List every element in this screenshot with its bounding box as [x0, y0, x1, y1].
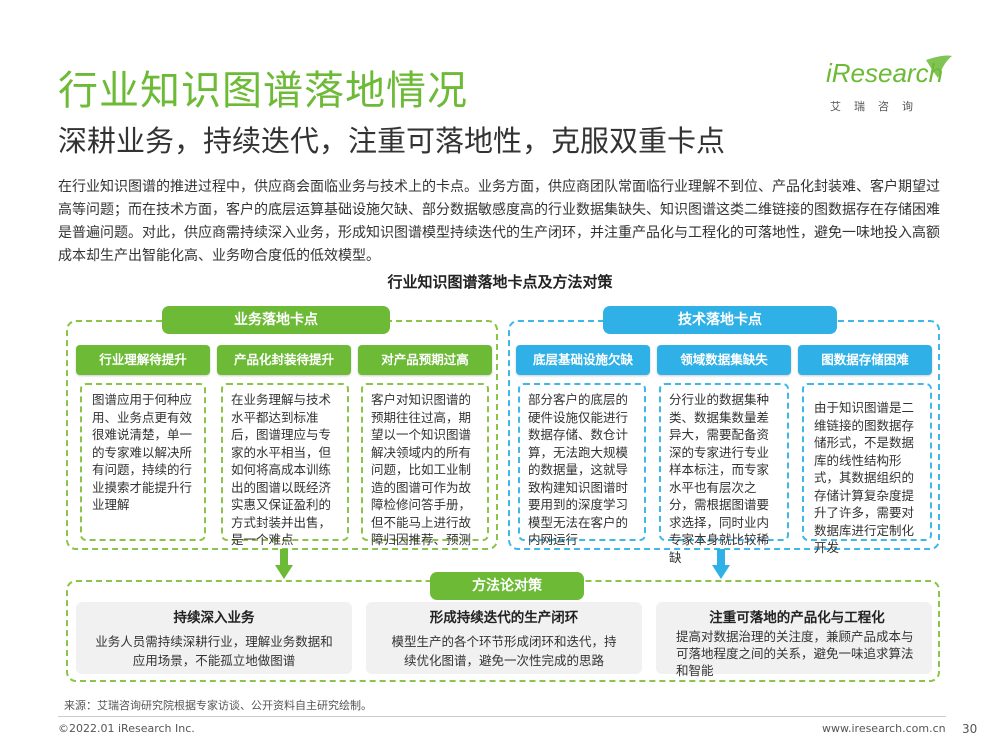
footer-divider — [58, 716, 946, 717]
business-group-label: 业务落地卡点 — [162, 306, 390, 334]
method-head-3: 注重可落地的产品化与工程化 — [709, 610, 885, 626]
down-arrow-green-icon — [275, 549, 293, 579]
website-link[interactable]: www.iresearch.com.cn — [822, 722, 946, 735]
tech-head-3: 图数据存储困难 — [798, 345, 932, 375]
logo-wordmark: iResearch — [826, 58, 944, 88]
business-head-3: 对产品预期过高 — [358, 345, 492, 375]
method-box-1: 持续深入业务 业务人员需持续深耕行业，理解业务数据和应用场景，不能孤立地做图谱 — [76, 602, 352, 674]
tech-head-2: 领域数据集缺失 — [657, 345, 791, 375]
business-card-1: 图谱应用于何种应用、业务点更有效很难说清楚，单一的专家难以解决所有问题，持续的行… — [80, 383, 206, 541]
tech-group-label: 技术落地卡点 — [603, 306, 837, 334]
logo-cn-text: 艾瑞咨询 — [830, 100, 926, 113]
method-head-1: 持续深入业务 — [173, 610, 255, 626]
copyright-text: ©2022.01 iResearch Inc. — [58, 722, 195, 735]
intro-paragraph: 在行业知识图谱的推进过程中，供应商会面临业务与技术上的卡点。业务方面，供应商团队… — [58, 179, 940, 264]
tech-card-3: 由于知识图谱是二维链接的图数据存储形式，不是数据库的线性结构形式，其数据组织的存… — [802, 383, 932, 555]
method-text-3: 提高对数据治理的关注度，兼顾产品成本与可落地程度之间的关系，避免一味追求算法和智… — [676, 629, 914, 678]
page-subtitle: 深耕业务，持续迭代，注重可落地性，克服双重卡点 — [58, 124, 726, 158]
method-head-2: 形成持续迭代的生产闭环 — [429, 610, 579, 626]
method-text-2: 模型生产的各个环节形成闭环和迭代，持续优化图谱，避免一次性完成的思路 — [391, 634, 617, 668]
business-head-1: 行业理解待提升 — [76, 345, 210, 375]
tech-card-2: 分行业的数据集种类、数据集数量差异大，需要配备资深的专家进行专业样本标注，而专家… — [659, 383, 789, 565]
down-arrow-blue-icon — [712, 549, 730, 579]
page-number: 30 — [962, 722, 978, 736]
figure-title: 行业知识图谱落地卡点及方法对策 — [387, 273, 613, 291]
business-head-2: 产品化封装待提升 — [217, 345, 351, 375]
page-title: 行业知识图谱落地情况 — [58, 68, 468, 114]
method-box-3: 注重可落地的产品化与工程化 提高对数据治理的关注度，兼顾产品成本与可落地程度之间… — [656, 602, 932, 678]
method-box-2: 形成持续迭代的生产闭环 模型生产的各个环节形成闭环和迭代，持续优化图谱，避免一次… — [366, 602, 642, 674]
tech-card-1: 部分客户的底层的硬件设施仅能进行数据存储、数仓计算，无法跑大规模的数据量，这就导… — [518, 383, 646, 547]
method-text-1: 业务人员需持续深耕行业，理解业务数据和应用场景，不能孤立地做图谱 — [95, 634, 333, 668]
business-card-3: 客户对知识图谱的预期往往过高，期望以一个知识图谱解决领域内的所有问题，比如工业制… — [361, 383, 489, 547]
source-note: 来源：艾瑞咨询研究院根据专家访谈、公开资料自主研究绘制。 — [64, 699, 372, 712]
business-card-2: 在业务理解与技术水平都达到标准后，图谱理应与专家的水平相当，但如何将高成本训练出… — [221, 383, 349, 547]
logo-swoosh-icon — [926, 55, 952, 78]
iresearch-logo: iResearch 艾瑞咨询 — [826, 52, 956, 113]
method-group-label: 方法论对策 — [430, 572, 584, 600]
tech-head-1: 底层基础设施欠缺 — [516, 345, 650, 375]
